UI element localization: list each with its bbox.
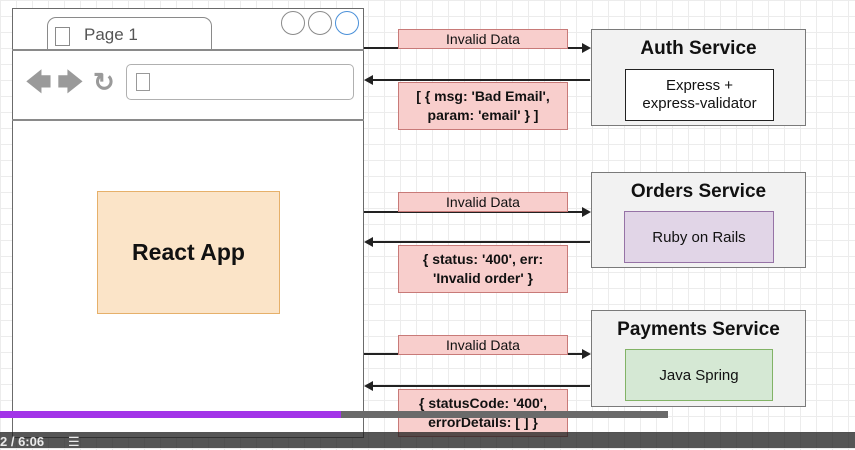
arrow-head (582, 207, 591, 217)
arrow-left-icon[interactable]: 🡄 (25, 67, 52, 97)
auth-response-label: [ { msg: 'Bad Email', param: 'email' } ] (398, 82, 568, 130)
browser-tab[interactable]: Page 1 (47, 17, 212, 51)
auth-service-title: Auth Service (640, 38, 757, 59)
orders-response-line-1: { status: '400', err: (422, 251, 544, 267)
address-bar[interactable] (126, 64, 354, 100)
arrow-head (582, 349, 591, 359)
payments-request-label: Invalid Data (398, 335, 568, 355)
player-controls-bar (0, 432, 855, 448)
orders-response-label: { status: '400', err: 'Invalid order' } (398, 245, 568, 293)
payments-service-tech: Java Spring (625, 349, 773, 401)
orders-response-line-2: 'Invalid order' } (432, 270, 534, 286)
time-display: 2 / 6:06 (0, 434, 45, 449)
page-icon (136, 73, 150, 91)
window-button-right[interactable] (335, 11, 359, 35)
auth-request-label: Invalid Data (398, 29, 568, 49)
progress-fill[interactable] (0, 411, 341, 418)
arrow-head (364, 381, 373, 391)
response-arrow-payments (372, 385, 590, 387)
orders-service-title: Orders Service (630, 181, 767, 202)
window-button-middle[interactable] (308, 11, 332, 35)
orders-service-tech: Ruby on Rails (624, 211, 774, 263)
auth-response-line-2: param: 'email' } ] (427, 107, 539, 123)
tab-title: Page 1 (84, 25, 138, 44)
arrow-head (364, 237, 373, 247)
response-arrow-orders (372, 241, 590, 243)
page-icon (55, 27, 70, 46)
arrow-right-icon[interactable]: 🡆 (57, 67, 84, 97)
window-button-left[interactable] (281, 11, 305, 35)
payments-service-box: Payments Service Java Spring (591, 310, 806, 407)
orders-request-label: Invalid Data (398, 192, 568, 212)
react-app-box: React App (97, 191, 280, 314)
reload-icon[interactable]: ↻ (93, 67, 115, 97)
payments-response-line-2: errorDetails: [ ] } (428, 414, 538, 430)
auth-response-line-1: [ { msg: 'Bad Email', (416, 88, 550, 104)
arrow-head (364, 75, 373, 85)
arrow-head (582, 43, 591, 53)
auth-service-box: Auth Service Express + express-validator (591, 29, 806, 126)
payments-response-line-1: { statusCode: '400', (418, 395, 548, 411)
response-arrow-auth (372, 79, 590, 81)
chapters-icon[interactable]: ☰ (68, 434, 80, 449)
toolbar-divider (12, 119, 364, 121)
orders-service-box: Orders Service Ruby on Rails (591, 172, 806, 268)
auth-service-tech: Express + express-validator (625, 69, 774, 121)
payments-service-title: Payments Service (617, 319, 780, 340)
tab-bar-divider (12, 49, 364, 51)
